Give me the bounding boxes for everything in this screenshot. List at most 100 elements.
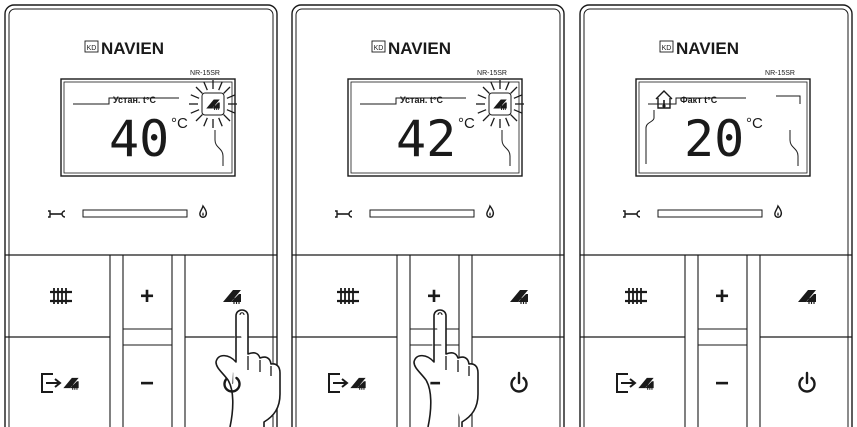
flame-icon	[199, 204, 208, 218]
lcd-corner-line	[776, 95, 801, 104]
plus-button[interactable]: +	[410, 255, 459, 337]
button-label: −	[715, 370, 729, 397]
wrench-icon	[623, 210, 641, 218]
hot-water-button[interactable]	[760, 255, 852, 337]
house-icon	[655, 90, 673, 109]
pointing-hand-icon	[215, 309, 281, 427]
mode-label: Факт t°C	[680, 95, 718, 105]
logo-badge-box	[371, 40, 386, 53]
pointing-hand-icon	[413, 309, 479, 427]
radiator-icon	[337, 288, 359, 304]
temperature-readout: 40	[109, 110, 169, 168]
logo-text: NAVIEN	[676, 39, 739, 58]
exit-hot-water-icon	[328, 373, 366, 393]
logo-text: NAVIEN	[101, 39, 164, 58]
panel-frame	[291, 4, 565, 427]
panel-inner-frame	[8, 8, 274, 427]
button-label: +	[427, 283, 441, 310]
power-button[interactable]	[760, 337, 852, 419]
away-mode-button[interactable]	[292, 337, 397, 419]
progress-bar	[657, 209, 763, 218]
logo-badge: KD	[662, 45, 672, 52]
progress-bar	[369, 209, 475, 218]
minus-button[interactable]: −	[123, 337, 172, 419]
hot-water-button[interactable]	[185, 255, 277, 337]
hot-water-icon	[493, 99, 507, 110]
model-label: NR-15SR	[190, 70, 220, 77]
progress-bar	[82, 209, 188, 218]
away-mode-button[interactable]	[580, 337, 685, 419]
heating-button[interactable]	[580, 255, 685, 337]
plus-button[interactable]: +	[123, 255, 172, 337]
logo-badge-box	[84, 40, 99, 53]
navien-logo: KD NAVIEN	[84, 39, 164, 58]
lcd-right-bracket	[214, 130, 224, 166]
lcd-label-bracket	[648, 97, 746, 105]
mode-label: Устан. t°C	[113, 95, 156, 105]
hot-water-icon	[350, 377, 366, 390]
button-label: +	[715, 283, 729, 310]
hot-water-icon	[63, 377, 79, 390]
heating-button[interactable]	[5, 255, 110, 337]
button-hit-area[interactable]	[292, 337, 397, 419]
temperature-unit: °C	[458, 115, 475, 132]
temperature-readout: 20	[684, 110, 744, 168]
hot-water-icon	[206, 99, 220, 110]
model-label: NR-15SR	[477, 70, 507, 77]
button-hit-area[interactable]	[580, 337, 685, 419]
model-label: NR-15SR	[765, 70, 795, 77]
mode-label: Устан. t°C	[400, 95, 443, 105]
heating-button[interactable]	[292, 255, 397, 337]
minus-button[interactable]: −	[698, 337, 747, 419]
controller-panel: KD NAVIEN NR-15SR Факт t°C 20°C + −	[579, 4, 853, 427]
hot-water-icon	[798, 290, 816, 304]
hot-water-button[interactable]	[472, 255, 564, 337]
lcd-right-bracket	[501, 130, 511, 166]
lcd-left-bracket	[645, 110, 655, 164]
panel-inner-frame	[295, 8, 561, 427]
flame-icon	[486, 204, 495, 218]
wrench-icon	[48, 210, 66, 218]
logo-text: NAVIEN	[388, 39, 451, 58]
radiator-icon	[625, 288, 647, 304]
lcd-label-bracket	[73, 97, 179, 105]
power-button[interactable]	[472, 337, 564, 419]
power-icon	[798, 371, 816, 393]
exit-hot-water-icon	[616, 373, 654, 393]
lcd-inner-border	[350, 81, 520, 174]
radiator-icon	[50, 288, 72, 304]
button-label: −	[140, 370, 154, 397]
lcd-inner-border	[638, 81, 808, 174]
lcd-label-bracket	[360, 97, 466, 105]
temperature-unit: °C	[746, 115, 763, 132]
logo-badge: KD	[87, 45, 97, 52]
panel-frame	[579, 4, 853, 427]
hot-water-icon	[223, 290, 241, 304]
lcd-screen	[635, 78, 811, 177]
panel-frame	[4, 4, 278, 427]
logo-badge-box	[659, 40, 674, 53]
power-icon	[510, 371, 528, 393]
lcd-inner-border	[63, 81, 233, 174]
navien-logo: KD NAVIEN	[659, 39, 739, 58]
button-label: +	[140, 283, 154, 310]
temperature-unit: °C	[171, 115, 188, 132]
exit-hot-water-icon	[41, 373, 79, 393]
plus-button[interactable]: +	[698, 255, 747, 337]
active-glow-rays	[189, 80, 237, 128]
hot-water-icon	[510, 290, 528, 304]
wrench-icon	[335, 210, 353, 218]
navien-logo: KD NAVIEN	[371, 39, 451, 58]
lcd-right-bracket	[789, 130, 799, 166]
temperature-readout: 42	[396, 110, 456, 168]
controller-panel: KD NAVIEN NR-15SR Устан. t°C 40°C + −	[4, 4, 281, 427]
hot-water-icon	[638, 377, 654, 390]
active-glow-rays	[476, 80, 524, 128]
away-mode-button[interactable]	[5, 337, 110, 419]
logo-badge: KD	[374, 45, 384, 52]
button-hit-area[interactable]	[5, 337, 110, 419]
panel-inner-frame	[583, 8, 849, 427]
